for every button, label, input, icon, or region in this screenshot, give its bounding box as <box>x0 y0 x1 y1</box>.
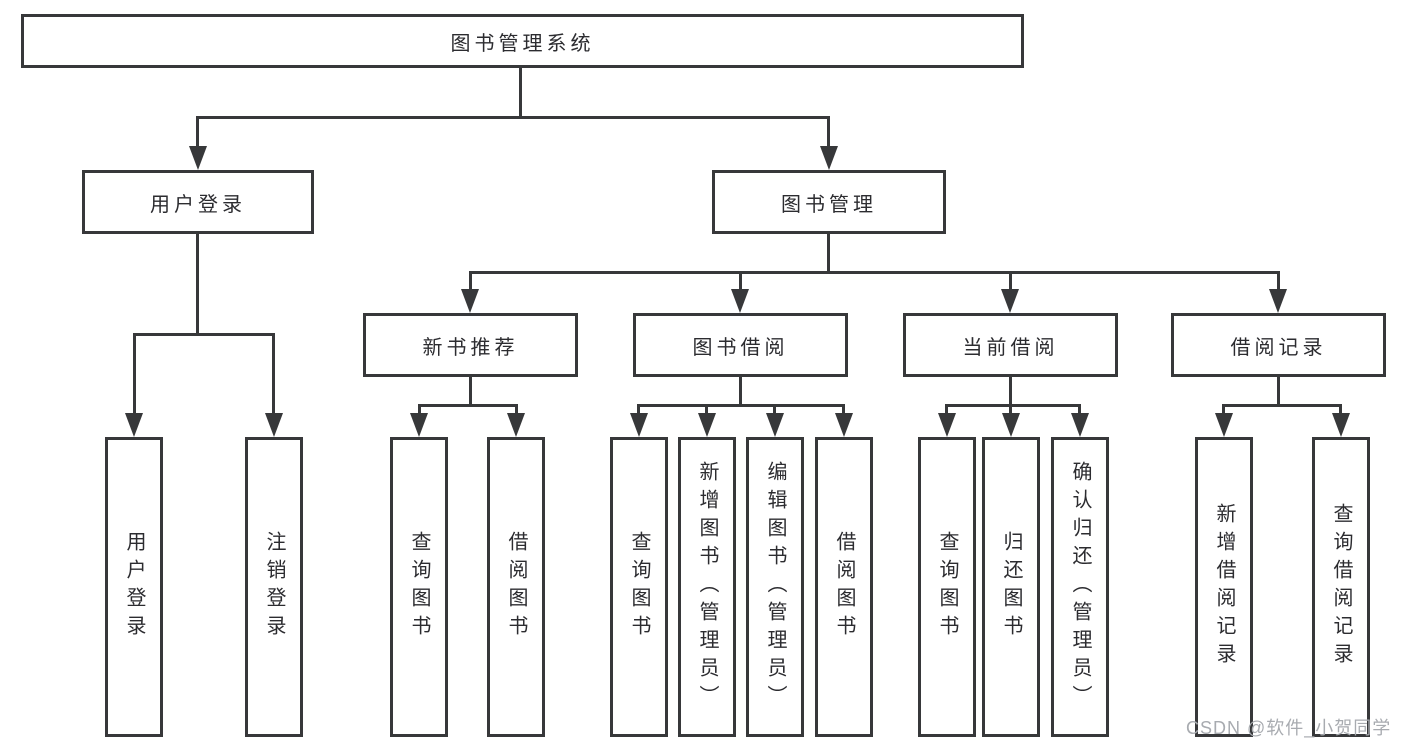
leaf-borrowing-borrow-books: 借阅图书 <box>815 437 873 737</box>
arrowhead-icon <box>125 413 143 437</box>
arrowhead-icon <box>1269 289 1287 313</box>
node-current-borrowing: 当前借阅 <box>903 313 1118 377</box>
arrowhead-icon <box>1071 413 1089 437</box>
arrowhead-icon <box>731 289 749 313</box>
connector-line <box>1009 377 1012 406</box>
connector-line <box>196 116 830 119</box>
arrowhead-icon <box>820 146 838 170</box>
leaf-current-query-books-label: 查询图书 <box>936 531 958 643</box>
leaf-current-confirm-return-admin: 确认归还（管理员） <box>1051 437 1109 737</box>
connector-line <box>827 116 830 148</box>
connector-line <box>133 333 136 416</box>
node-current-borrowing-label: 当前借阅 <box>962 336 1059 359</box>
node-book-management-label: 图书管理 <box>781 193 877 216</box>
connector-line <box>1222 404 1342 407</box>
leaf-newbook-borrow-books-label: 借阅图书 <box>505 531 527 643</box>
connector-line <box>1277 377 1280 406</box>
connector-line <box>1009 271 1012 291</box>
connector-line <box>418 404 421 416</box>
leaf-user-login: 用户登录 <box>105 437 163 737</box>
connector-line <box>827 234 830 273</box>
arrowhead-icon <box>938 413 956 437</box>
leaf-borrowing-query-books: 查询图书 <box>610 437 668 737</box>
connector-line <box>272 333 275 416</box>
node-root-label: 图书管理系统 <box>450 32 595 55</box>
connector-line <box>945 404 1081 407</box>
connector-line <box>705 404 708 416</box>
connector-line <box>1277 271 1280 291</box>
arrowhead-icon <box>835 413 853 437</box>
arrowhead-icon <box>461 289 479 313</box>
leaf-newbook-query-books-label: 查询图书 <box>408 531 430 643</box>
leaf-logout-label: 注销登录 <box>263 531 285 643</box>
leaf-records-query-record-label: 查询借阅记录 <box>1330 503 1352 671</box>
arrowhead-icon <box>265 413 283 437</box>
node-borrowing-records: 借阅记录 <box>1171 313 1386 377</box>
node-book-borrowing-label: 图书借阅 <box>692 336 789 359</box>
node-borrowing-records-label: 借阅记录 <box>1230 336 1327 359</box>
connector-line <box>469 271 472 291</box>
leaf-records-query-record: 查询借阅记录 <box>1312 437 1370 737</box>
leaf-records-add-record-label: 新增借阅记录 <box>1213 503 1235 671</box>
node-user-login-label: 用户登录 <box>150 193 246 216</box>
connector-line <box>515 404 518 416</box>
node-book-management: 图书管理 <box>712 170 946 234</box>
connector-line <box>773 404 776 416</box>
arrowhead-icon <box>1332 413 1350 437</box>
connector-line <box>519 68 522 118</box>
leaf-newbook-borrow-books: 借阅图书 <box>487 437 545 737</box>
connector-line <box>1339 404 1342 416</box>
leaf-current-return-books-label: 归还图书 <box>1000 531 1022 643</box>
connector-line <box>1222 404 1225 416</box>
leaf-borrowing-borrow-books-label: 借阅图书 <box>833 531 855 643</box>
watermark-text: CSDN @软件_小贺同学 <box>1186 718 1392 738</box>
leaf-records-add-record: 新增借阅记录 <box>1195 437 1253 737</box>
connector-line <box>418 404 518 407</box>
node-new-book-recommend-label: 新书推荐 <box>422 336 519 359</box>
arrowhead-icon <box>1215 413 1233 437</box>
leaf-borrowing-add-books-admin-label: 新增图书（管理员） <box>696 461 718 713</box>
leaf-current-confirm-return-admin-label: 确认归还（管理员） <box>1069 461 1091 713</box>
arrowhead-icon <box>189 146 207 170</box>
connector-line <box>1078 404 1081 416</box>
connector-line <box>945 404 948 416</box>
leaf-logout: 注销登录 <box>245 437 303 737</box>
arrowhead-icon <box>410 413 428 437</box>
connector-line <box>637 404 640 416</box>
node-root: 图书管理系统 <box>21 14 1024 68</box>
leaf-current-query-books: 查询图书 <box>918 437 976 737</box>
leaf-borrowing-query-books-label: 查询图书 <box>628 531 650 643</box>
leaf-current-return-books: 归还图书 <box>982 437 1040 737</box>
arrowhead-icon <box>507 413 525 437</box>
leaf-borrowing-edit-books-admin-label: 编辑图书（管理员） <box>764 461 786 713</box>
connector-line <box>637 404 845 407</box>
arrowhead-icon <box>1002 413 1020 437</box>
node-book-borrowing: 图书借阅 <box>633 313 848 377</box>
connector-line <box>469 271 1280 274</box>
connector-line <box>469 377 472 406</box>
node-new-book-recommend: 新书推荐 <box>363 313 578 377</box>
connector-line <box>133 333 275 336</box>
connector-line <box>739 271 742 291</box>
arrowhead-icon <box>698 413 716 437</box>
leaf-borrowing-add-books-admin: 新增图书（管理员） <box>678 437 736 737</box>
arrowhead-icon <box>1001 289 1019 313</box>
leaf-user-login-label: 用户登录 <box>123 531 145 643</box>
arrowhead-icon <box>766 413 784 437</box>
connector-line <box>739 377 742 406</box>
connector-line <box>196 116 199 148</box>
connector-line <box>1009 404 1012 416</box>
leaf-borrowing-edit-books-admin: 编辑图书（管理员） <box>746 437 804 737</box>
arrowhead-icon <box>630 413 648 437</box>
node-user-login: 用户登录 <box>82 170 314 234</box>
leaf-newbook-query-books: 查询图书 <box>390 437 448 737</box>
connector-line <box>196 234 199 334</box>
connector-line <box>842 404 845 416</box>
